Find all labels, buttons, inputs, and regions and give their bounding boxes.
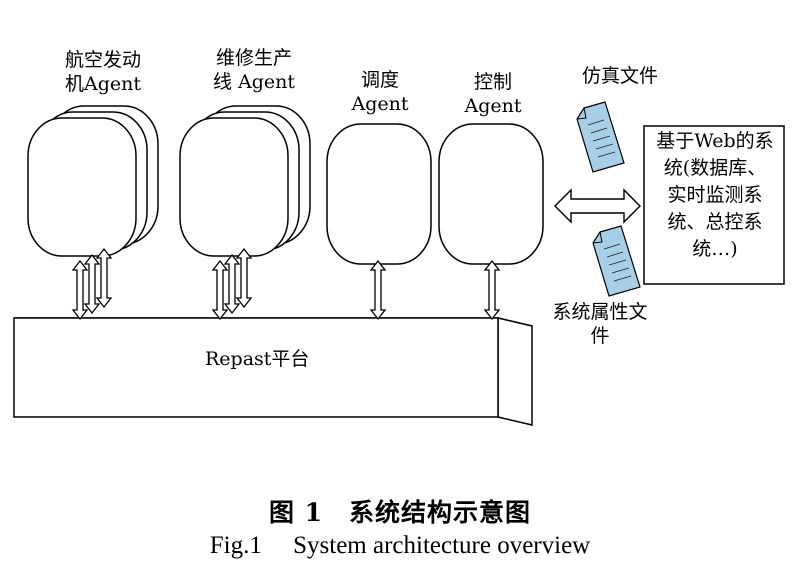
simulation-file-icon — [576, 101, 625, 173]
maintenance-agent-label: 维修生产 线 Agent — [198, 46, 310, 94]
web-system-box — [643, 125, 785, 285]
engine-agent-label-line2: 机Agent — [64, 73, 141, 95]
attribute-file-icon — [592, 225, 641, 297]
control-agent-label-line1: 控制 — [473, 71, 512, 93]
web-system-line4: 统、总控系 — [667, 211, 763, 233]
engine-double-arrows — [72, 248, 112, 320]
scheduling-agent-label-line1: 调度 — [360, 69, 399, 91]
engine-agent-label-line1: 航空发动 — [64, 49, 141, 71]
attribute-file-label: 系统属性文 件 — [545, 300, 655, 348]
simulation-file-label: 仿真文件 — [581, 65, 658, 87]
control-agent-label-line2: Agent — [464, 95, 522, 117]
scheduling-agent-box — [326, 123, 432, 265]
repast-platform-box — [13, 317, 533, 426]
maintenance-agent-stack — [179, 105, 311, 257]
scheduling-double-arrow — [370, 260, 386, 320]
scheduling-agent-label-line2: Agent — [351, 93, 409, 115]
web-system-line3: 实时监测系 — [667, 184, 763, 206]
web-double-arrow — [554, 188, 641, 224]
engine-agent-label: 航空发动 机Agent — [48, 48, 158, 96]
attribute-file-label-line2: 件 — [590, 325, 610, 347]
web-system-line5: 统…) — [692, 238, 738, 260]
maintenance-agent-label-line2: 线 Agent — [212, 71, 296, 93]
maintenance-double-arrows — [212, 248, 252, 320]
web-system-line1: 基于Web的系 — [656, 130, 774, 152]
control-agent-label: 控制 Agent — [448, 70, 538, 118]
control-agent-box — [438, 123, 544, 265]
web-system-line2: 统(数据库、 — [663, 157, 767, 179]
web-system-label: 基于Web的系 统(数据库、 实时监测系 统、总控系 统…) — [648, 128, 782, 263]
scheduling-agent-label: 调度 Agent — [335, 68, 425, 116]
attribute-file-label-line1: 系统属性文 — [552, 301, 648, 323]
maintenance-agent-label-line1: 维修生产 — [215, 47, 292, 69]
repast-platform-label: Repast平台 — [205, 348, 310, 370]
figure-caption-english: Fig.1 System architecture overview — [209, 532, 591, 559]
control-double-arrow — [484, 260, 500, 320]
figure-caption-chinese: 图 1 系统结构示意图 — [268, 498, 532, 527]
engine-agent-stack — [27, 105, 159, 257]
